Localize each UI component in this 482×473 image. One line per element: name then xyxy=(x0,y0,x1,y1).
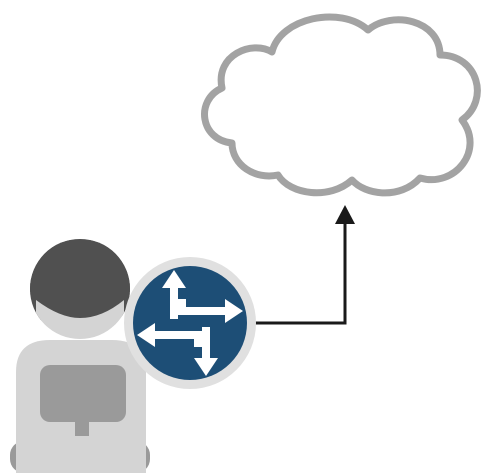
arrowhead-icon xyxy=(335,205,355,224)
cloud-icon xyxy=(201,13,481,197)
router-icon xyxy=(124,257,256,389)
router-to-cloud-connector xyxy=(248,205,355,325)
user-workstation-icon xyxy=(10,239,150,473)
